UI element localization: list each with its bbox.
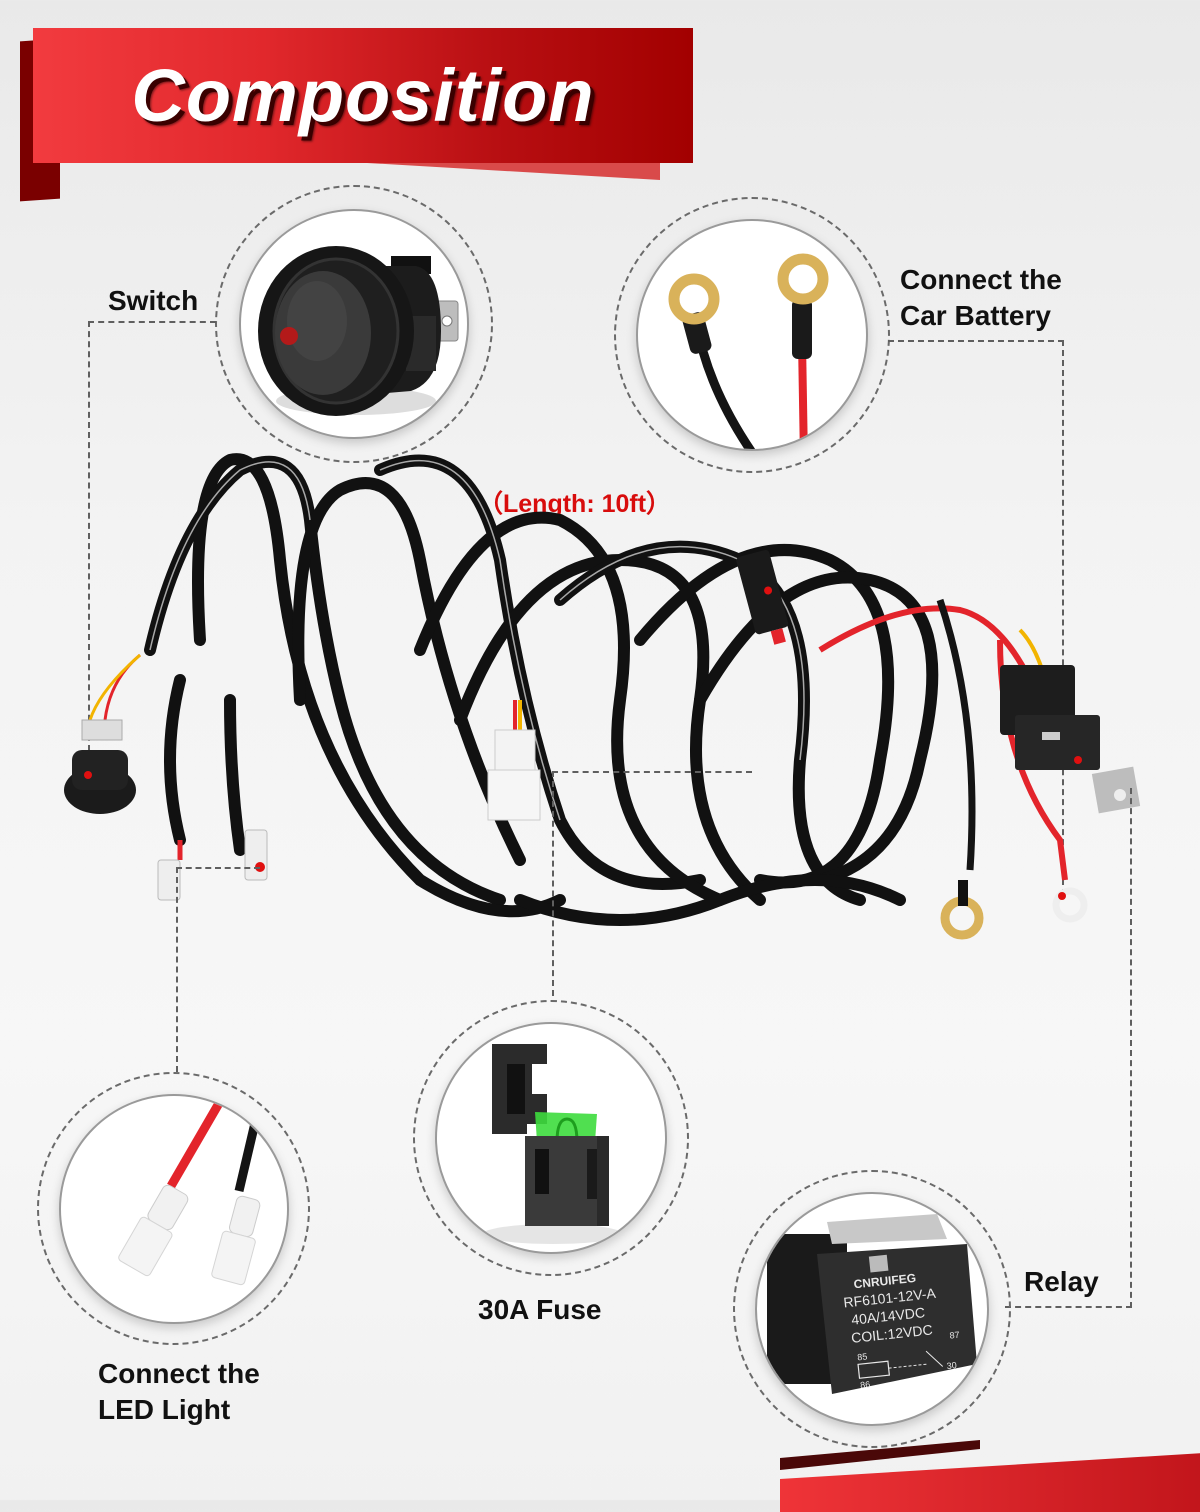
switch-label: Switch (108, 285, 199, 316)
switch-callout (215, 185, 493, 463)
fuse-leader-h (552, 771, 752, 773)
spade-terminal-icon (118, 1096, 264, 1286)
fuse-label: 30A Fuse (478, 1294, 602, 1325)
relay-icon: CNRUIFEG RF6101-12V-A 40A/14VDC COIL:12V… (767, 1214, 977, 1394)
ring-terminal-icon (668, 253, 829, 449)
battery-callout (614, 197, 890, 473)
led-leader-v (176, 867, 178, 1072)
relay-rating: 40A/14VDC (851, 1304, 926, 1328)
battery-leader-v (1062, 340, 1064, 895)
relay-pin-30: 30 (946, 1360, 957, 1371)
led-callout (37, 1072, 310, 1345)
battery-leader-h (888, 340, 1064, 342)
length-note: （Length: 10ft） (478, 490, 672, 518)
fuse-holder-icon (483, 1044, 623, 1244)
relay-pin-87: 87 (949, 1330, 960, 1341)
relay-callout: CNRUIFEG RF6101-12V-A 40A/14VDC COIL:12V… (733, 1170, 1011, 1448)
center-connector (487, 700, 541, 821)
fuse-image (435, 1022, 667, 1254)
battery-label-line2: Car Battery (900, 300, 1051, 331)
relay-pin-85: 85 (857, 1351, 868, 1362)
wiring-harness-image (64, 453, 1141, 940)
page-title: Composition (131, 54, 595, 137)
led-terminal-marker (255, 862, 265, 872)
relay-brand: CNRUIFEG (853, 1271, 917, 1291)
led-leader-h (176, 867, 260, 869)
battery-label-line1: Connect the (900, 264, 1062, 295)
relay-label: Relay (1024, 1266, 1099, 1297)
switch-leader-v (88, 321, 90, 751)
relay-leader-h (1005, 1306, 1132, 1308)
led-label-line1: Connect the (98, 1358, 260, 1389)
harness-relay (1000, 665, 1141, 814)
inline-fuse-holder (736, 549, 789, 645)
relay-leader-v (1130, 788, 1132, 1308)
led-label: Connect the LED Light (98, 1356, 260, 1428)
rocker-switch-icon (258, 246, 459, 416)
relay-pin-86: 86 (860, 1379, 871, 1390)
led-image (59, 1094, 289, 1324)
battery-label: Connect the Car Battery (900, 262, 1062, 334)
switch-image (239, 209, 469, 439)
battery-image (636, 219, 868, 451)
small-switch (64, 719, 136, 814)
switch-leader-h (88, 321, 216, 323)
fuse-callout (413, 1000, 689, 1276)
fuse-leader-v (552, 771, 554, 996)
title-banner: Composition (33, 28, 693, 163)
relay-image: CNRUIFEG RF6101-12V-A 40A/14VDC COIL:12V… (755, 1192, 989, 1426)
led-label-line2: LED Light (98, 1394, 231, 1425)
